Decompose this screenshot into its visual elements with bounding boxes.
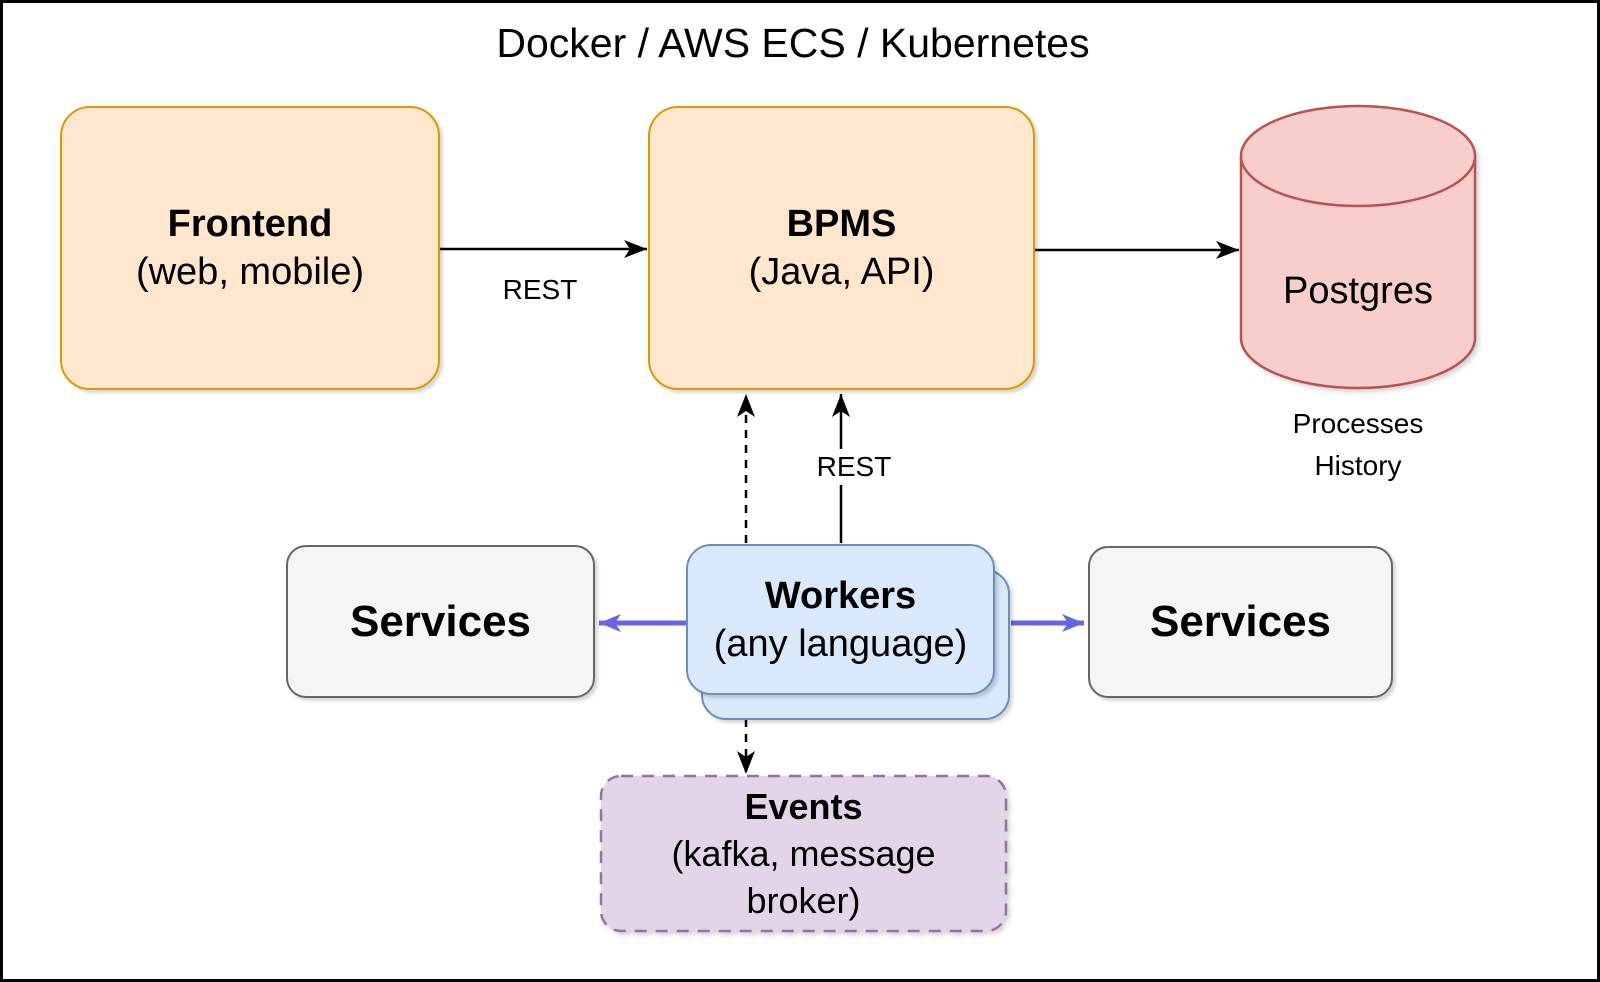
cylinder-top <box>1239 104 1477 208</box>
bpms-subtitle: (Java, API) <box>748 251 935 293</box>
edges-layer <box>440 104 1477 933</box>
postgres-caption: Processes History <box>1258 403 1458 487</box>
events-subtitle-line2: broker) <box>746 880 861 921</box>
edge-label-rest-workers-bpms: REST <box>804 449 904 485</box>
postgres-label: Postgres <box>1283 270 1433 312</box>
node-events: Events (kafka, message broker) <box>601 776 1006 931</box>
frontend-subtitle: (web, mobile) <box>135 251 365 293</box>
node-workers: Workers (any language) <box>686 544 995 695</box>
workers-title: Workers <box>764 574 917 617</box>
frontend-title: Frontend <box>167 203 333 245</box>
events-title: Events <box>744 786 863 827</box>
node-bpms: BPMS (Java, API) <box>648 106 1035 390</box>
postgres-caption-line1: Processes <box>1292 408 1424 439</box>
diagram-title: Docker / AWS ECS / Kubernetes <box>496 20 1090 66</box>
events-box <box>599 774 1008 933</box>
edge-label-rest-frontend-bpms: REST <box>502 274 578 305</box>
node-services-left: Services <box>286 545 595 698</box>
postgres-caption-line2: History <box>1314 450 1402 481</box>
services-left-label: Services <box>349 596 532 646</box>
node-frontend: Frontend (web, mobile) <box>60 106 440 390</box>
workers-subtitle: (any language) <box>713 622 968 665</box>
postgres-cylinder <box>1239 104 1477 390</box>
events-subtitle-line1: (kafka, message <box>671 833 936 874</box>
node-services-right: Services <box>1088 546 1393 698</box>
services-right-label: Services <box>1149 597 1332 646</box>
bpms-title: BPMS <box>786 203 897 245</box>
